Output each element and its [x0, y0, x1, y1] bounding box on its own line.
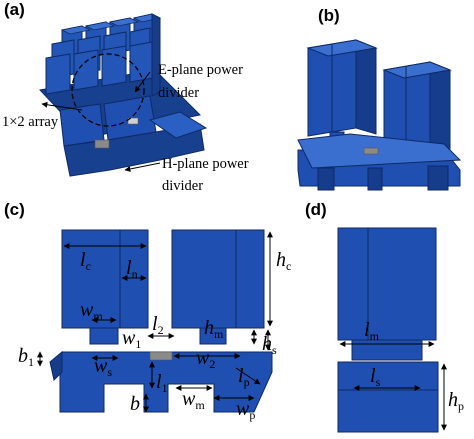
dim-lm: lm [364, 319, 380, 343]
dim-hp: hp [448, 389, 464, 413]
horn-side-section [337, 227, 437, 341]
dim-hm: hm [204, 317, 224, 341]
h-plane-pointer [124, 162, 161, 172]
lower-feed-block [63, 123, 205, 177]
dim-ln: ln [126, 257, 138, 281]
panel-label-c: (c) [4, 200, 25, 219]
feed-port [94, 139, 110, 149]
dim-b: b [130, 393, 140, 415]
panel-label-b: (b) [318, 6, 340, 25]
h-plane-label-2: divider [162, 178, 203, 194]
e-plane-label-1: E-plane power [158, 62, 243, 78]
panel-label-a: (a) [4, 0, 25, 19]
horn-array-blocks [39, 13, 208, 177]
dim-hs: hs [262, 333, 277, 357]
horn-block [45, 53, 71, 95]
horn-block [101, 45, 127, 87]
horn-block [73, 49, 99, 91]
dim-l1: l1 [156, 371, 168, 395]
panel-b: (b) [297, 6, 462, 191]
panel-a: (a) [2, 0, 249, 194]
divider-side-section [337, 361, 439, 433]
divider-slot-c [149, 351, 173, 361]
highlight-circle [71, 53, 145, 127]
panel-label-d: (d) [305, 200, 327, 219]
dim-wm-upper: wm [80, 299, 103, 323]
dim-w2: w2 [196, 347, 215, 371]
dim-wp: wp [236, 398, 255, 422]
horn-right-section [171, 229, 265, 329]
dim-ls: ls [370, 365, 381, 389]
dim-b1: b1 [18, 345, 34, 369]
panel-d: (d) lm ls hp [305, 200, 464, 433]
h-plane-label-1: H-plane power [162, 156, 249, 172]
array-label: 1×2 array [2, 114, 59, 130]
dim-lc: lc [80, 249, 91, 273]
array-pointer [41, 101, 83, 111]
e-plane-label-2: divider [158, 85, 199, 101]
dim-w1: w1 [122, 327, 141, 351]
dim-hc: hc [276, 249, 291, 273]
divider-slot [363, 147, 379, 155]
dim-wm-lower: wm [182, 388, 205, 412]
neck-side-section [351, 339, 423, 361]
dim-lp: lp [238, 365, 250, 389]
e-plane-pointer [134, 71, 151, 93]
dim-l2: l2 [152, 313, 164, 337]
dim-ws: ws [94, 355, 112, 379]
panel-c: (c) [4, 200, 291, 422]
